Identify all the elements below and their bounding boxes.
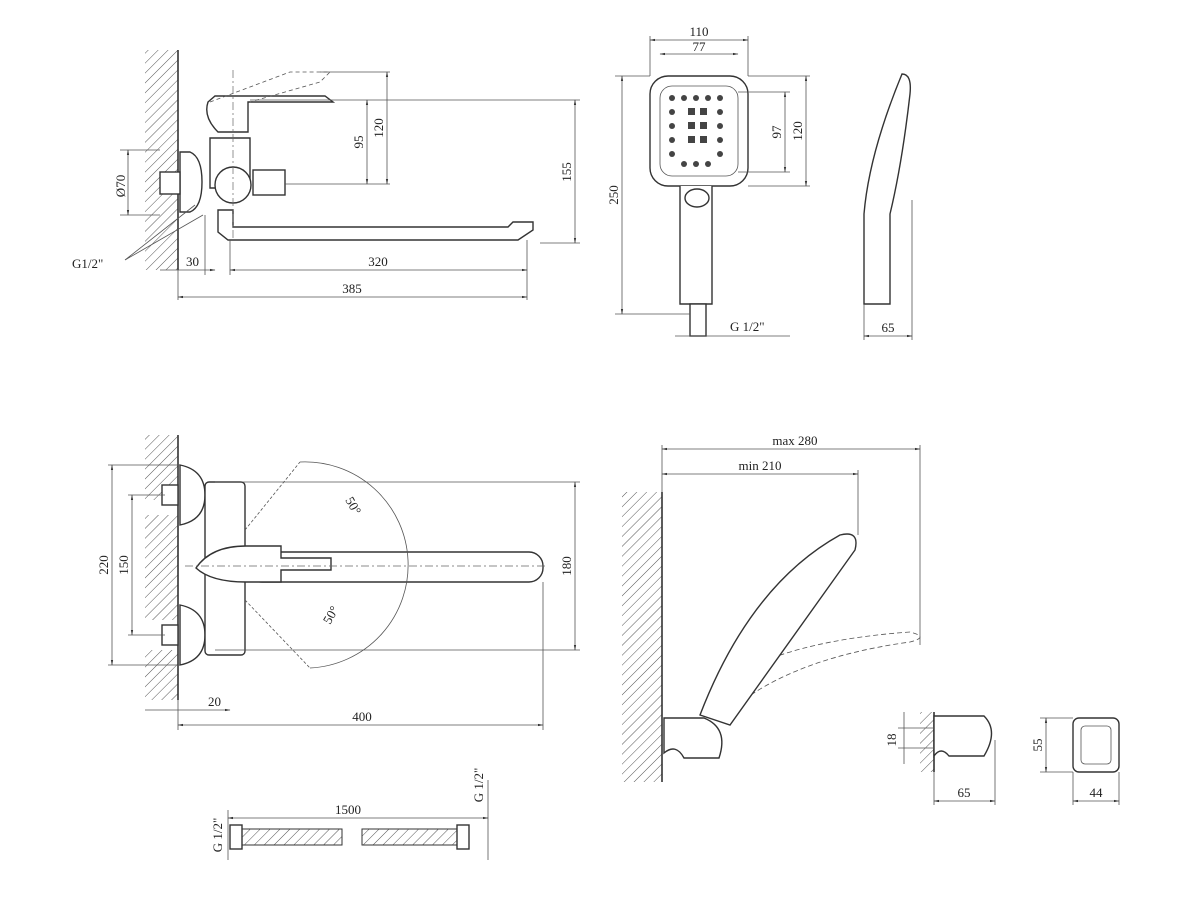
- angle-top: 50°: [342, 494, 364, 517]
- dim-155: 155: [559, 162, 574, 182]
- dim-max-280: max 280: [772, 433, 817, 448]
- dim-320: 320: [368, 254, 388, 269]
- dim-400: 400: [352, 709, 372, 724]
- dim-180: 180: [559, 556, 574, 576]
- dim-18: 18: [884, 734, 899, 747]
- dim-20: 20: [208, 694, 221, 709]
- dim-97: 97: [769, 125, 784, 139]
- dim-120-head: 120: [790, 121, 805, 141]
- dim-65-head: 65: [882, 320, 895, 335]
- dim-min-210: min 210: [739, 458, 782, 473]
- dim-385: 385: [342, 281, 362, 296]
- dim-110: 110: [689, 24, 708, 39]
- angle-bottom: 50°: [320, 603, 342, 626]
- dim-95: 95: [351, 136, 366, 149]
- hose-view: 1500 G 1/2" G 1/2": [210, 768, 489, 860]
- dim-150: 150: [116, 555, 131, 575]
- shower-head-front-view: 110 77 97 120 250 G 1/2": [606, 24, 810, 337]
- thread-label: G1/2": [72, 256, 103, 271]
- dim-1500: 1500: [335, 802, 361, 817]
- shower-head-side-view: 65: [863, 73, 913, 340]
- hose-thread-left: G 1/2": [210, 818, 225, 853]
- wall-shower-view: max 280 min 210: [622, 433, 921, 782]
- thread-label-head: G 1/2": [730, 319, 765, 334]
- holder-side-view: 18 65: [884, 712, 996, 805]
- holder-front-view: 55 44: [1030, 717, 1120, 805]
- wall-hatch: [145, 50, 178, 270]
- dim-120: 120: [371, 118, 386, 138]
- dim-diameter-70: Ø70: [113, 175, 128, 197]
- dim-77: 77: [693, 39, 707, 54]
- dim-55: 55: [1030, 739, 1045, 752]
- dim-30: 30: [186, 254, 199, 269]
- dim-44: 44: [1090, 785, 1104, 800]
- mixer-top-view: 50° 50° 220 150 180 20 400: [96, 435, 580, 730]
- dim-65-holder: 65: [958, 785, 971, 800]
- dim-220: 220: [96, 555, 111, 575]
- mixer-side-view: Ø70 95 120 155 G1/2" 30 320 385: [72, 50, 580, 300]
- dim-250: 250: [606, 185, 621, 205]
- hose-thread-right: G 1/2": [471, 768, 486, 803]
